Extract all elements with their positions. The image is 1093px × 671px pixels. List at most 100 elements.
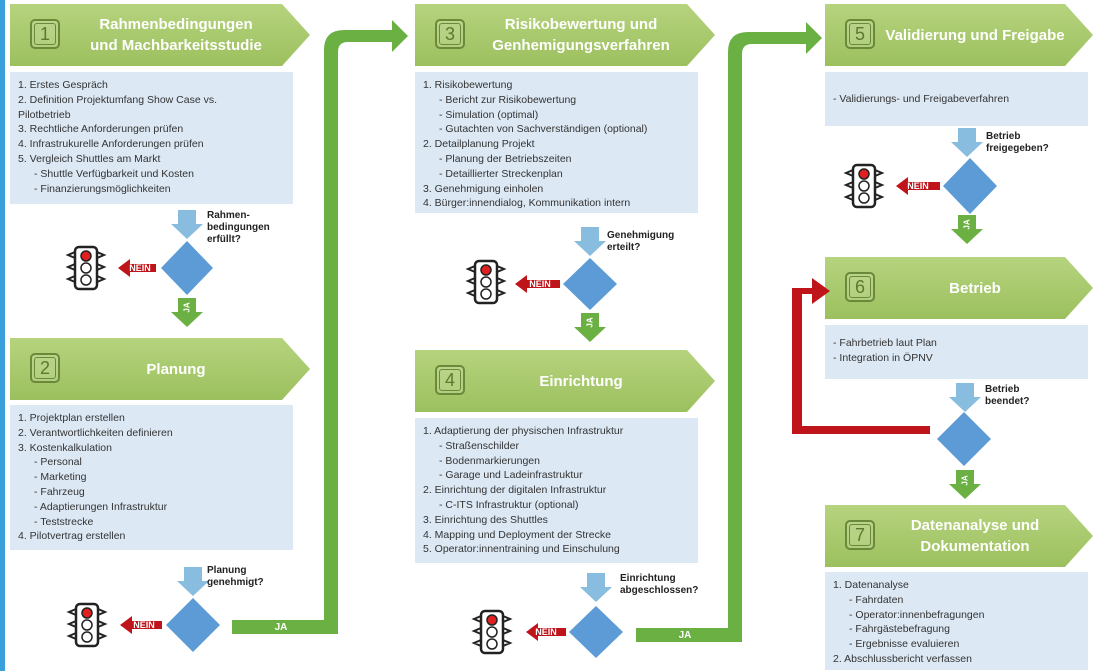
decision-3-question: Genehmigung erteilt? <box>607 230 675 253</box>
traffic-light-icon-2 <box>67 602 107 648</box>
step-1-title: Rahmenbedingungen und Machbarkeitsstudie <box>90 16 262 54</box>
task-line: 1. Risikobewertung <box>423 79 513 91</box>
task-line: Pilotbetrieb <box>18 108 71 121</box>
step-5-header: 5 Validierung und Freigabe <box>825 4 1093 66</box>
task-line: 3. Einrichtung des Shuttles <box>423 513 548 526</box>
decision-4-ja-label: JA <box>678 630 692 641</box>
task-line: 5. Vergleich Shuttles am Markt <box>18 152 161 165</box>
decision-1-question: Rahmen-bedingungen erfüllt? <box>207 210 270 245</box>
task-line: - Operator:innenbefragungen <box>849 608 985 621</box>
task-line: - Validierungs- und Freigabeverfahren <box>833 93 1010 105</box>
step-6-task-box: - Fahrbetrieb laut Plan- Integration in … <box>825 325 1088 379</box>
task-line: - Fahrzeug <box>34 485 85 498</box>
step-3-header: 3 Risikobewertung und Genhemigungsverfah… <box>415 4 715 66</box>
nein-arrow-1 <box>118 259 156 277</box>
down-arrow-1 <box>171 210 203 239</box>
task-line: - Shuttle Verfügbarkeit und Kosten <box>34 167 194 180</box>
down-arrow-4 <box>580 573 612 602</box>
step-4-task-box: 1. Adaptierung der physischen Infrastruk… <box>415 418 698 563</box>
decision-6-question: Betrieb beendet? <box>985 384 1030 407</box>
decision-diamond-2 <box>166 598 220 652</box>
task-line: - Fahrgästebefragung <box>849 623 950 636</box>
step-2-title: Planung <box>146 360 206 378</box>
decision-2-ja-label: JA <box>274 622 288 633</box>
task-line: 1. Adaptierung der physischen Infrastruk… <box>423 425 624 437</box>
decision-diamond-4 <box>569 606 623 658</box>
step-5-title: Validierung und Freigabe <box>885 26 1065 44</box>
task-line: 1. Erstes Gespräch <box>18 79 108 91</box>
traffic-light-icon-3 <box>466 259 506 305</box>
task-line: - Bericht zur Risikobewertung <box>439 93 577 106</box>
decision-6-ja-label: JA <box>960 475 970 486</box>
decision-diamond-5 <box>943 158 997 214</box>
decision-5-question: Betrieb freigegeben? <box>986 131 1049 154</box>
task-line: - Planung der Betriebszeiten <box>439 152 572 165</box>
step-7-number: 7 <box>845 520 875 550</box>
task-line: 3. Kostenkalkulation <box>18 441 112 454</box>
step-6-number: 6 <box>845 272 875 302</box>
ja-arrow-5 <box>951 215 983 244</box>
step-5-number: 5 <box>845 19 875 49</box>
decision-2-question: Planung genehmigt? <box>207 565 264 588</box>
task-line: - Adaptierungen Infrastruktur <box>34 500 168 513</box>
traffic-light-icon-1 <box>66 245 106 291</box>
decision-diamond-3 <box>563 258 617 310</box>
task-line: 5. Operator:innentraining und Einschulun… <box>423 543 620 556</box>
step-5-task-box: - Validierungs- und Freigabeverfahren <box>825 72 1088 126</box>
task-line: 2. Verantwortlichkeiten definieren <box>18 426 173 439</box>
decision-diamond-6 <box>937 412 991 466</box>
task-line: - Garage und Ladeinfrastruktur <box>439 469 583 482</box>
task-line: - Ergebnisse evaluieren <box>849 638 960 651</box>
task-line: 4. Bürger:innendialog, Kommunikation int… <box>423 197 631 210</box>
step-6-title: Betrieb <box>949 279 1001 297</box>
down-arrow-3 <box>574 227 606 256</box>
step-4-number: 4 <box>435 365 465 395</box>
ja-flow-arrow-2-to-3 <box>232 20 408 634</box>
task-line: - Finanzierungsmöglichkeiten <box>34 182 171 195</box>
step-4-header: 4 Einrichtung <box>415 350 715 412</box>
decision-diamond-1 <box>161 241 213 295</box>
task-line: - Personal <box>34 456 82 469</box>
nein-arrow-3 <box>515 275 560 293</box>
task-line: - Marketing <box>34 471 87 484</box>
ja-flow-arrow-4-to-5 <box>636 22 822 642</box>
task-line: 3. Genehmigung einholen <box>423 182 544 195</box>
down-arrow-2 <box>177 567 209 596</box>
step-6-header: 6 Betrieb <box>825 257 1093 319</box>
step-7-task-box: 1. Datenanalyse- Fahrdaten- Operator:inn… <box>825 572 1088 670</box>
task-line: 2. Abschlussbericht verfassen <box>833 652 972 665</box>
down-arrow-5 <box>951 128 983 157</box>
decision-3-ja-label: JA <box>585 317 595 328</box>
ja-arrow-1 <box>171 298 203 327</box>
nein-arrow-2 <box>120 616 162 634</box>
decision-1-nein-label: NEIN <box>129 263 151 273</box>
traffic-light-icon-5 <box>844 163 884 209</box>
decision-2-nein-label: NEIN <box>133 620 155 630</box>
step-7-header: 7 Datenanalyse und Dokumentation <box>825 505 1093 567</box>
task-line: 4. Infrastrukurelle Anforderungen prüfen <box>18 138 204 151</box>
decision-5-nein-label: NEIN <box>907 181 929 191</box>
task-line: - Straßenschilder <box>439 439 519 452</box>
task-line: 2. Definition Projektumfang Show Case vs… <box>18 93 218 106</box>
task-line: - C-ITS Infrastruktur (optional) <box>439 498 579 511</box>
nein-arrow-4 <box>526 623 566 641</box>
step-3-number: 3 <box>435 19 465 49</box>
traffic-light-icon-4 <box>472 609 512 655</box>
task-line: 4. Pilotvertrag erstellen <box>18 530 126 543</box>
nein-arrow-5 <box>896 177 940 195</box>
ja-arrow-6 <box>949 470 981 499</box>
task-line: - Simulation (optimal) <box>439 108 539 121</box>
decision-6-nein-label: NEIN <box>858 435 882 446</box>
decision-4-nein-label: NEIN <box>535 627 557 637</box>
task-line: 1. Projektplan erstellen <box>18 412 125 424</box>
decision-4-question: Einrichtung abgeschlossen? <box>620 573 699 596</box>
task-line: - Gutachten von Sachverständigen (option… <box>439 123 648 136</box>
step-3-task-box: 1. Risikobewertung - Bericht zur Risikobe… <box>415 72 698 213</box>
task-line: - Fahrdaten <box>849 593 904 606</box>
decision-5-ja-label: JA <box>962 219 972 230</box>
step-2-header: 2 Planung <box>10 338 310 400</box>
nein-loop-arrow <box>792 278 930 434</box>
decision-3-nein-label: NEIN <box>529 279 551 289</box>
step-1-number: 1 <box>30 19 60 49</box>
task-line: 2. Einrichtung der digitalen Infrastrukt… <box>423 484 607 497</box>
